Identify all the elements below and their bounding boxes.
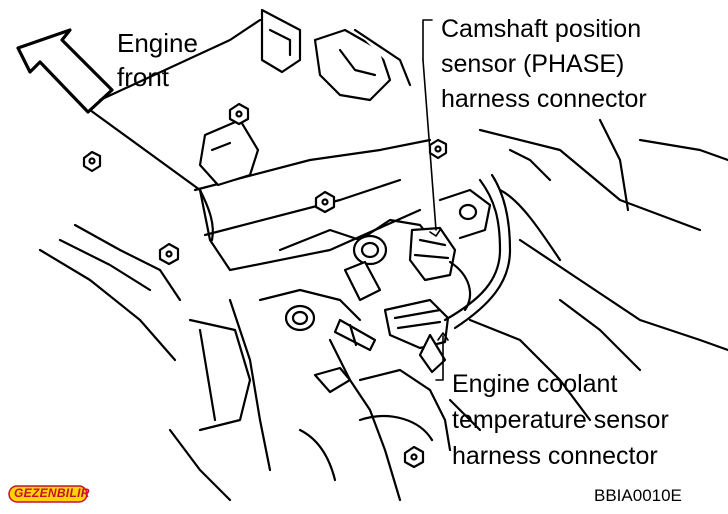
coolant-label-line-1: Engine coolant [452, 370, 618, 398]
bolt-2 [228, 102, 250, 126]
bolt-6 [403, 445, 425, 469]
figure-code: BBIA0010E [594, 486, 682, 505]
watermark-logo [8, 485, 88, 503]
coolant-sensor-label: Engine coolant temperature sensor harnes… [452, 366, 669, 474]
bolt-1 [82, 150, 102, 173]
engine-front-line-1: Engine [117, 28, 198, 58]
camshaft-label-line-3: harness connector [441, 85, 647, 113]
coolant-sensor-connector [383, 298, 450, 374]
watermark-text: GEZENBILIR [14, 486, 90, 500]
engine-front-arrow [16, 28, 114, 114]
cylinder-head-outline [38, 18, 432, 362]
bolt-4 [314, 190, 336, 214]
harness-wires [443, 148, 562, 330]
camshaft-sensor-label: Camshaft position sensor (PHASE) harness… [441, 12, 647, 117]
bolt-5 [428, 138, 448, 160]
camshaft-label-line-2: sensor (PHASE) [441, 50, 625, 78]
engine-front-line-2: front [117, 62, 170, 92]
camshaft-sensor-connector [408, 188, 492, 282]
coolant-label-line-2: temperature sensor [452, 406, 669, 434]
camshaft-label-line-1: Camshaft position [441, 15, 642, 43]
bolts [82, 102, 448, 469]
top-brackets [198, 8, 412, 187]
coolant-label-line-3: harness connector [452, 442, 658, 470]
bolt-3 [158, 242, 180, 266]
leader-lines [422, 19, 449, 381]
cylindrical-bosses [284, 234, 388, 352]
sensor-housing [168, 218, 452, 502]
right-side-components [448, 118, 728, 432]
engine-front-label: Engine front [117, 26, 198, 94]
